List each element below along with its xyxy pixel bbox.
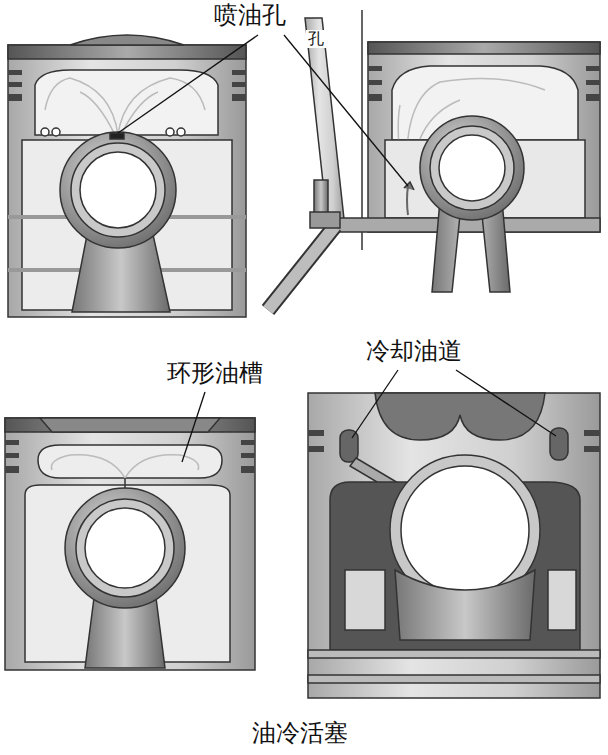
piston-bottom-left bbox=[5, 418, 255, 670]
piston-top-right bbox=[268, 10, 600, 310]
leader-line bbox=[118, 35, 556, 462]
piston-bottom-right bbox=[308, 393, 600, 698]
piston-top-left bbox=[8, 35, 246, 317]
part-label: 喷油孔 bbox=[212, 2, 288, 30]
figure-caption: 油冷活塞 bbox=[250, 720, 350, 748]
part-label: 冷却油道 bbox=[364, 338, 464, 366]
part-label: 孔 bbox=[306, 30, 326, 48]
part-label: 环形油槽 bbox=[165, 360, 265, 388]
